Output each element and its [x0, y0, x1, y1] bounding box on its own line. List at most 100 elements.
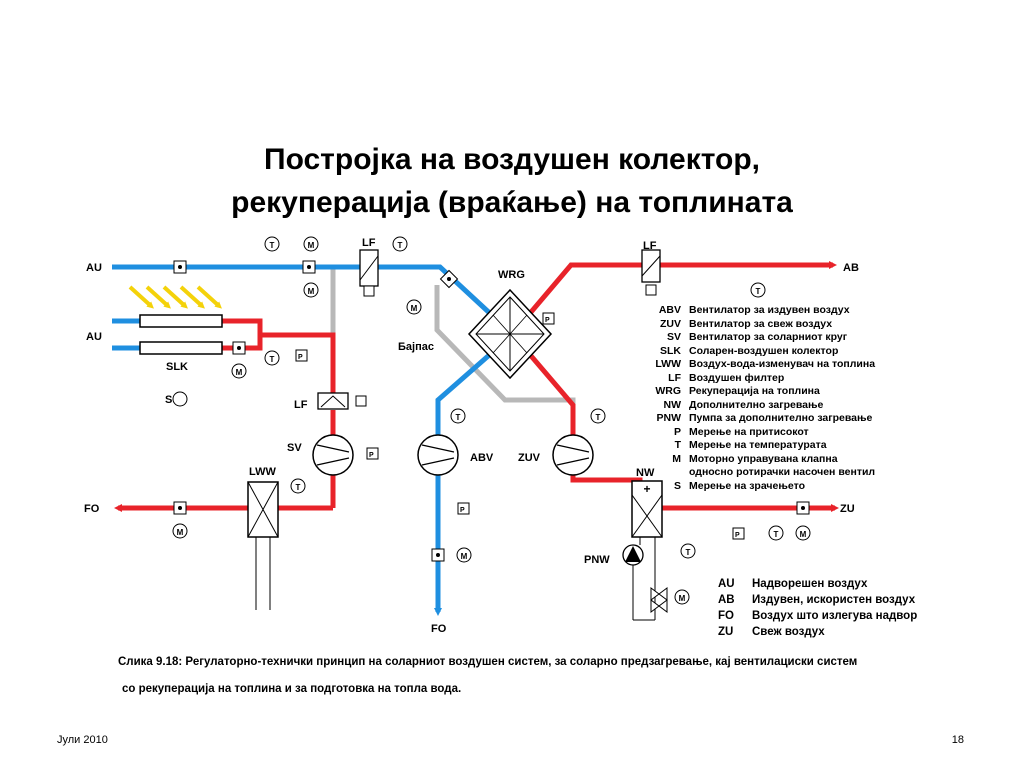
svg-text:T: T — [456, 413, 461, 422]
label-lww: LWW — [249, 466, 276, 478]
legend-text: Надворешен воздух — [752, 578, 868, 590]
s-radiation-sensor — [172, 391, 188, 407]
label-au-mid: AU — [86, 331, 102, 343]
legend-abbr: LWW — [655, 358, 681, 370]
sensors: T T T T T T T T T M M M M M M M M — [172, 236, 811, 605]
fo-bottom-duct — [434, 348, 497, 616]
svg-text:M: M — [308, 241, 315, 250]
filters — [317, 249, 661, 410]
label-ab: AB — [843, 262, 859, 274]
legend-row: M Моторно управувана клапна — [645, 453, 875, 467]
figure-caption-line-2: со рекуперација на топлина и за подготов… — [122, 683, 462, 695]
legend-abbr — [645, 466, 689, 480]
label-bypass: Бајпас — [398, 341, 434, 353]
page-number: 18 — [951, 734, 964, 746]
label-zuv: ZUV — [518, 452, 541, 464]
label-au-top: AU — [86, 262, 102, 274]
wrg-heat-recovery — [467, 288, 553, 380]
label-p-4: P — [735, 532, 740, 539]
legend-abbr: AB — [718, 594, 735, 606]
label-lf-mid: LF — [294, 399, 308, 411]
t-sensor-2: T — [392, 236, 408, 252]
au-intake-duct — [112, 264, 497, 320]
legend-row: AB Издувен, искористен воздух — [718, 592, 917, 608]
legend-row: односно ротирачки насочен вентил — [645, 466, 875, 480]
label-fo-left: FO — [84, 503, 100, 515]
legend-row: SV Вентилатор за соларниот круг — [645, 331, 875, 345]
legend-text: Соларен-воздушен колектор — [689, 344, 839, 357]
m-sensor-6: M — [456, 547, 472, 563]
legend-abbr: ZUV — [660, 317, 681, 330]
legend-abbr: M — [672, 452, 681, 465]
legend-abbr: P — [673, 425, 681, 438]
label-p-3: P — [460, 507, 465, 514]
legend-text: Вентилатор за соларниот круг — [689, 331, 848, 343]
svg-text:T: T — [296, 483, 301, 492]
legend-text: Издувен, искористен воздух — [752, 594, 916, 606]
svg-text:T: T — [596, 413, 601, 422]
legend-abbr: SLK — [660, 344, 681, 357]
legend-abbr: AU — [718, 578, 735, 590]
zuv-fan — [552, 434, 594, 476]
lf-mid-filter — [317, 392, 367, 410]
slk-collector — [139, 314, 223, 355]
legend-text: Моторно управувана клапна — [689, 452, 838, 465]
legend-text: Мерење на зрачењето — [689, 479, 805, 492]
svg-text:T: T — [270, 241, 275, 250]
label-wrg: WRG — [498, 269, 525, 281]
legend-text: односно ротирачки насочен вентил — [689, 466, 876, 478]
lf-right-filter — [641, 249, 661, 296]
fans — [312, 434, 594, 476]
label-p-2: P — [369, 452, 374, 459]
solar-rays — [128, 285, 222, 309]
legend-abbr: S — [673, 479, 681, 492]
lf-top-filter — [359, 249, 379, 297]
m-sensor-4: M — [231, 363, 247, 379]
label-abv: ABV — [470, 452, 494, 464]
label-lf-top: LF — [362, 237, 376, 249]
legend-text: Воздух што излегува надвор — [752, 610, 918, 622]
svg-text:T: T — [756, 287, 761, 296]
t-sensor-3: T — [750, 282, 766, 298]
legend-abbr: NW — [663, 398, 682, 411]
legend-text: Дополнително загревање — [689, 398, 824, 411]
m-sensor-1: M — [303, 236, 319, 252]
label-zu: ZU — [840, 503, 855, 515]
legend-abbr: SV — [666, 331, 681, 343]
page-title-line-1: Постројка на воздушен колектор, — [264, 143, 760, 176]
t-sensor-8: T — [768, 525, 784, 541]
m-sensor-7: M — [795, 525, 811, 541]
m-sensor-5: M — [172, 523, 188, 539]
t-sensor-4: T — [264, 350, 280, 366]
label-lf-right: LF — [643, 240, 657, 252]
duct-lines — [112, 261, 839, 616]
label-slk: SLK — [166, 361, 188, 373]
legend-abbr: ABV — [658, 304, 681, 316]
svg-text:T: T — [774, 530, 779, 539]
figure-caption-line-1: Слика 9.18: Регулаторно-технички принцип… — [118, 656, 858, 668]
legend-abbr: PNW — [656, 412, 682, 424]
svg-text:M: M — [411, 304, 418, 313]
legend-text: Воздушен филтер — [689, 371, 785, 384]
abv-fan — [417, 434, 459, 476]
nw-exchanger: + — [631, 480, 663, 621]
t-sensor-7: T — [290, 478, 306, 494]
svg-text:M: M — [800, 530, 807, 539]
svg-text:T: T — [398, 241, 403, 250]
legend-abbr: WRG — [655, 385, 681, 397]
footer-date: Јули 2010 — [57, 734, 108, 746]
svg-text:+: + — [643, 482, 650, 496]
label-nw: NW — [636, 467, 655, 479]
label-pnw: PNW — [584, 554, 610, 566]
legend-abbr: T — [674, 439, 681, 451]
svg-text:M: M — [236, 368, 243, 377]
sv-fan — [312, 434, 354, 476]
